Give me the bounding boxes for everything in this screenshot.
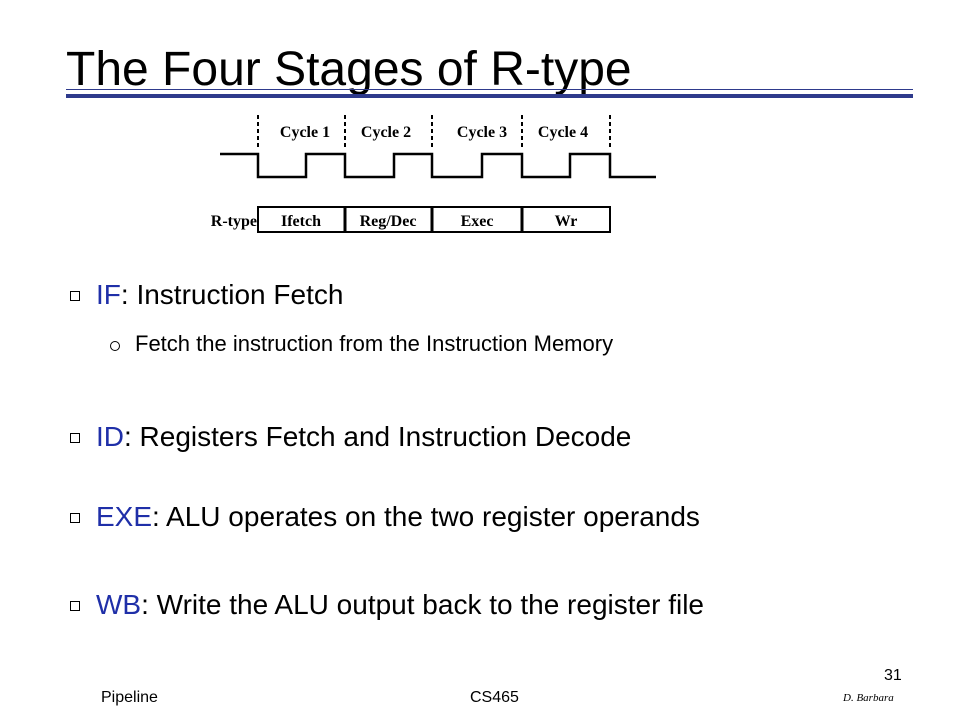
title-underline-thin [66, 89, 913, 90]
bullet-key: ID [96, 421, 124, 452]
cycle-label: Cycle 3 [457, 124, 507, 141]
square-bullet-icon [70, 601, 80, 611]
title-underline-thick [66, 94, 913, 98]
bullet-exe: EXE: ALU operates on the two register op… [96, 500, 700, 534]
stage-ifetch: Ifetch [281, 213, 321, 230]
sub-bullet-if: Fetch the instruction from the Instructi… [135, 331, 614, 356]
footer-left: Pipeline [101, 689, 158, 706]
stage-exec: Exec [461, 213, 494, 230]
square-bullet-icon [70, 291, 80, 301]
stage-wr: Wr [555, 213, 578, 230]
page-number: 31 [884, 667, 902, 684]
clock-waveform [220, 152, 656, 179]
bullet-key: WB [96, 589, 142, 620]
author-signature: D. Barbara [843, 692, 894, 704]
bullet-text: : ALU operates on the two register opera… [152, 501, 700, 532]
footer-center: CS465 [470, 689, 519, 706]
bullet-key: EXE [96, 501, 153, 532]
bullet-if: IF: Instruction Fetch [96, 278, 343, 312]
bullet-text: : Instruction Fetch [120, 279, 344, 310]
bullet-text: : Registers Fetch and Instruction Decode [124, 421, 632, 452]
cycle-label: Cycle 4 [538, 124, 588, 141]
circle-bullet-icon [110, 341, 120, 351]
cycle-label: Cycle 2 [361, 124, 411, 141]
bullet-text: : Write the ALU output back to the regis… [141, 589, 704, 620]
stage-row-box [257, 206, 611, 233]
pipeline-timing-diagram: Cycle 1 Cycle 2 Cycle 3 Cycle 4 R-type I… [211, 115, 656, 233]
slide-title: The Four Stages of R-type [66, 43, 632, 96]
bullet-wb: WB: Write the ALU output back to the reg… [96, 588, 704, 622]
stage-regdec: Reg/Dec [360, 213, 417, 230]
square-bullet-icon [70, 513, 80, 523]
bullet-key: IF [96, 279, 121, 310]
row-label: R-type [211, 213, 257, 230]
cycle-label: Cycle 1 [280, 124, 330, 141]
square-bullet-icon [70, 433, 80, 443]
bullet-id: ID: Registers Fetch and Instruction Deco… [96, 420, 631, 454]
